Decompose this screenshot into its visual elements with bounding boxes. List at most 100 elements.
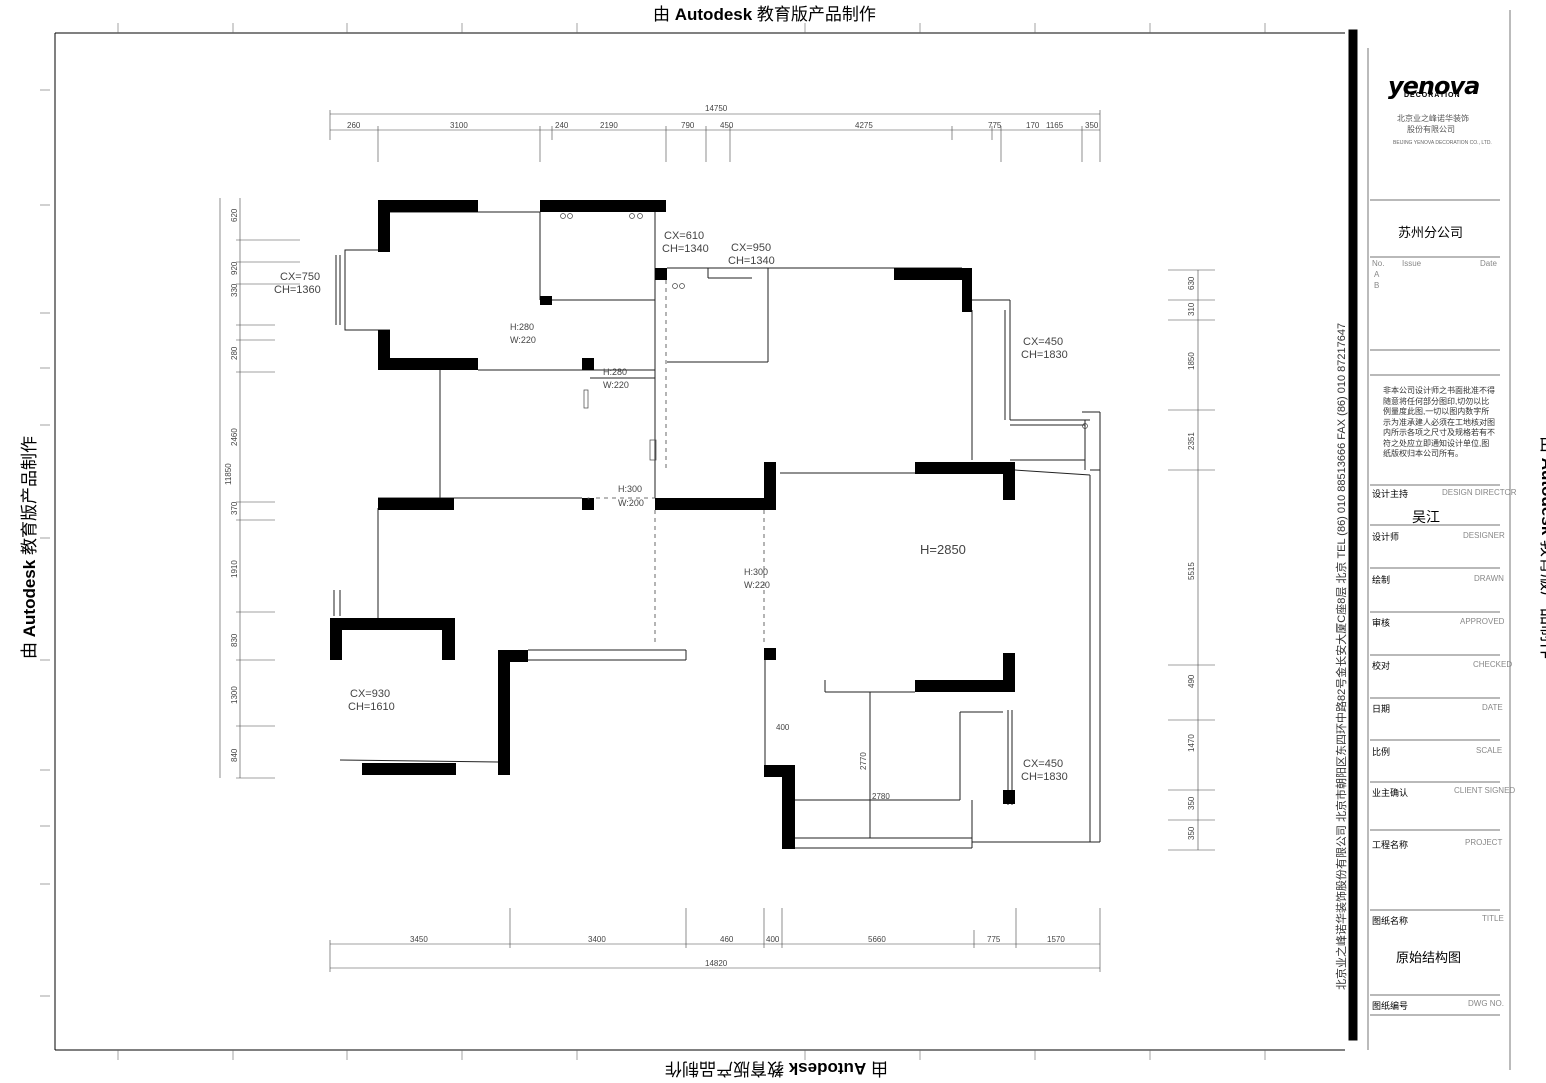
window-labels: CX=750 CH=1360 CX=610 CH=1340 CX=950 CH=… [274, 230, 1068, 783]
dimension-bottom [329, 908, 1101, 972]
dim-right-seg: 350 [1187, 826, 1196, 840]
dim-bottom-seg: 5660 [868, 935, 886, 944]
window-label: CH=1830 [1021, 771, 1068, 783]
field-value-design-director: 吴江 [1412, 509, 1440, 525]
window-label: CH=1610 [348, 701, 395, 713]
dim-right-seg: 5515 [1187, 562, 1196, 580]
opening-label: H:300 [744, 567, 768, 577]
dim-left-seg: 830 [230, 633, 239, 647]
dim-left-seg: 370 [230, 501, 239, 515]
window-label: CX=450 [1023, 336, 1063, 348]
field-label-date: 日期 [1372, 704, 1391, 714]
dim-left-seg: 840 [230, 748, 239, 762]
dim-right-seg: 350 [1187, 796, 1196, 810]
company-name-en: BEIJING YENOVA DECORATION CO., LTD. [1393, 140, 1492, 146]
field-label-designer: 设计师 [1372, 532, 1400, 542]
field-label-checked: 校对 [1372, 661, 1391, 671]
ceiling-height-label: H=2850 [920, 542, 966, 557]
field-label-drawn: 绘制 [1372, 575, 1391, 585]
field-label-approved: 审核 [1372, 618, 1391, 628]
branch-name: 苏州分公司 [1398, 225, 1464, 240]
field-label-en: DESIGNER [1463, 531, 1505, 540]
rev-row: A [1374, 270, 1380, 279]
dim-top-overall: 14750 [705, 104, 728, 113]
sheet-frame [40, 10, 1511, 1070]
window-label: CX=750 [280, 271, 320, 283]
dimension-left [219, 198, 300, 779]
dim-right-seg: 1470 [1187, 734, 1196, 752]
dim-bottom-seg: 460 [720, 935, 734, 944]
dim-bottom-seg: 1570 [1047, 935, 1065, 944]
dim-bottom-segments: 3450 3400 460 400 5660 775 1570 [410, 935, 1065, 944]
company-name-cn-2: 股份有限公司 [1407, 125, 1455, 134]
field-label-en: TITLE [1482, 914, 1504, 923]
dim-bottom-seg: 775 [987, 935, 1001, 944]
dim-top-seg: 790 [681, 121, 695, 130]
field-label-dwg-no: 图纸编号 [1372, 1001, 1409, 1011]
field-label-en: SCALE [1476, 746, 1503, 755]
field-label-en: PROJECT [1465, 838, 1503, 847]
dim-top-seg: 3100 [450, 121, 468, 130]
misc-label: 2770 [859, 752, 868, 770]
opening-label: W:200 [618, 498, 644, 508]
drawing-title: 原始结构图 [1396, 950, 1462, 965]
dim-right-seg: 630 [1187, 276, 1196, 290]
rev-header-issue: Issue [1402, 259, 1422, 268]
opening-label: W:220 [603, 380, 629, 390]
company-logo-sub: DECORATION [1404, 92, 1461, 99]
opening-labels: H:280 W:220 H:280 W:220 H:300 W:200 H:30… [510, 322, 770, 590]
field-label-en: DESIGN DIRECTOR [1442, 488, 1517, 497]
rev-header-no: No. [1372, 259, 1385, 268]
window-label: CH=1830 [1021, 349, 1068, 361]
window-label: CX=950 [731, 242, 771, 254]
dim-top-seg: 260 [347, 121, 361, 130]
field-label-en: DRAWN [1474, 574, 1504, 583]
watermark-top: 由 Autodesk 教育版产品制作 [653, 5, 876, 24]
dim-left-seg: 620 [230, 208, 239, 222]
dim-bottom-seg: 3400 [588, 935, 606, 944]
opening-label: W:220 [510, 335, 536, 345]
field-label-client-signed: 业主确认 [1372, 788, 1409, 798]
window-label: CX=610 [664, 230, 704, 242]
rev-row: B [1374, 281, 1380, 290]
dim-right-seg: 310 [1187, 302, 1196, 316]
dim-left-seg: 330 [230, 283, 239, 297]
dim-top-seg: 350 [1085, 121, 1099, 130]
company-address-vertical: 北京业之峰诺华装饰股份有限公司 北京市朝阳区东四环中路82号金长安大厦C座8层 … [1336, 322, 1348, 990]
dim-bottom-overall: 14820 [705, 959, 728, 968]
dim-left-overall: 11850 [224, 463, 233, 485]
window-label: CX=450 [1023, 758, 1063, 770]
field-label-en: APPROVED [1460, 617, 1505, 626]
field-label-en: CLIENT SIGNED [1454, 786, 1516, 795]
dim-left-seg: 1910 [230, 560, 239, 578]
dim-left-seg: 2460 [230, 428, 239, 446]
opening-label: H:280 [603, 367, 627, 377]
dim-top-seg: 1165 [1046, 121, 1064, 130]
title-block-lines [1370, 199, 1500, 1016]
field-label-design-director: 设计主持 [1372, 489, 1409, 499]
window-label: CH=1360 [274, 284, 321, 296]
opening-label: H:280 [510, 322, 534, 332]
window-label: CH=1340 [728, 255, 775, 267]
dim-right-segments: 630 310 1850 2351 5515 490 1470 350 350 [1187, 276, 1196, 840]
company-logo: yenova [1388, 72, 1480, 100]
dashed-openings [596, 280, 765, 645]
misc-label: 2780 [872, 792, 890, 801]
window-label: CH=1340 [662, 243, 709, 255]
rev-header-date: Date [1480, 259, 1497, 268]
misc-label: 400 [776, 723, 790, 732]
dim-top-seg: 4275 [855, 121, 873, 130]
dim-left-segments: 11850 620 920 330 280 2460 370 1910 830 … [224, 208, 239, 762]
copyright-note: 非本公司设计师之书面批准不得随意将任何部分图印,切勿以比例量度此图,一切以图内数… [1383, 386, 1495, 458]
fixture-symbols [560, 213, 1088, 500]
dim-right-seg: 490 [1187, 674, 1196, 688]
dim-top-segments: 260 3100 240 2190 790 450 4275 775 170 1… [347, 121, 1099, 130]
window-label: CX=930 [350, 688, 390, 700]
opening-label: H:300 [618, 484, 642, 494]
field-label-scale: 比例 [1372, 747, 1391, 757]
dim-top-seg: 775 [988, 121, 1002, 130]
dimension-top [329, 110, 1101, 162]
thin-walls [333, 211, 1101, 849]
dim-left-seg: 280 [230, 346, 239, 360]
dim-bottom-seg: 3450 [410, 935, 428, 944]
